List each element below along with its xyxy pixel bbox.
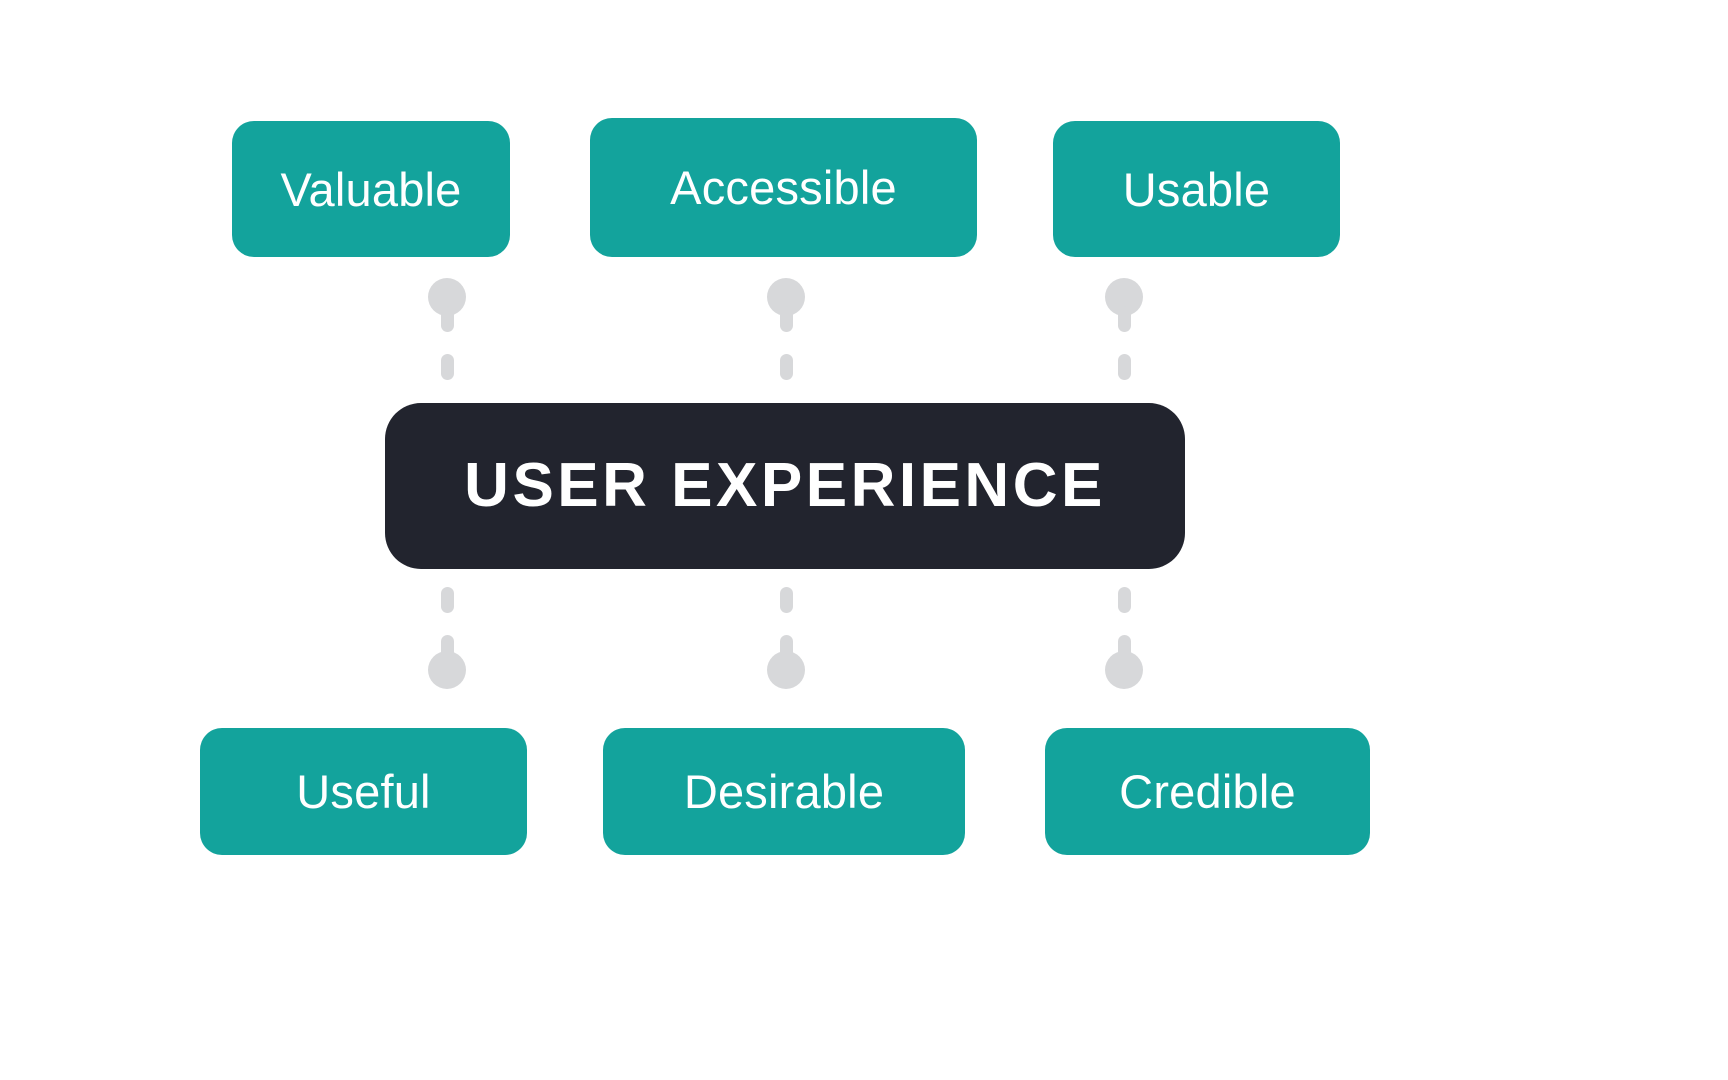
- node-label: Desirable: [683, 765, 885, 818]
- node-label: Credible: [1119, 765, 1296, 818]
- node-valuable[interactable]: Valuable: [232, 121, 510, 257]
- connector-dot-icon: [428, 651, 466, 689]
- connector-desirable: [767, 587, 805, 689]
- connector-credible: [1105, 587, 1143, 689]
- connector-dash-icon: [779, 354, 793, 380]
- node-label: Valuable: [280, 162, 462, 216]
- node-usable[interactable]: Usable: [1053, 121, 1340, 257]
- node-credible[interactable]: Credible: [1045, 728, 1370, 855]
- connector-useful: [428, 587, 466, 689]
- connector-accessible: [767, 278, 805, 380]
- connector-dash-icon: [1117, 354, 1131, 380]
- connector-dash-icon: [779, 306, 793, 332]
- connector-dot-icon: [767, 651, 805, 689]
- node-useful[interactable]: Useful: [200, 728, 527, 855]
- connector-usable: [1105, 278, 1143, 380]
- node-accessible[interactable]: Accessible: [590, 118, 977, 257]
- connector-dash-icon: [440, 587, 454, 613]
- connector-dash-icon: [1117, 587, 1131, 613]
- center-node-label: USER EXPERIENCE: [464, 451, 1106, 520]
- connector-dash-icon: [1117, 306, 1131, 332]
- node-label: Usable: [1122, 162, 1271, 216]
- center-node-user-experience[interactable]: USER EXPERIENCE: [385, 403, 1185, 569]
- connector-dash-icon: [440, 306, 454, 332]
- node-label: Useful: [296, 765, 431, 818]
- connector-dash-icon: [440, 354, 454, 380]
- node-desirable[interactable]: Desirable: [603, 728, 965, 855]
- node-label: Accessible: [670, 161, 897, 214]
- connector-dot-icon: [1105, 651, 1143, 689]
- connector-dash-icon: [779, 587, 793, 613]
- connector-valuable: [428, 278, 466, 380]
